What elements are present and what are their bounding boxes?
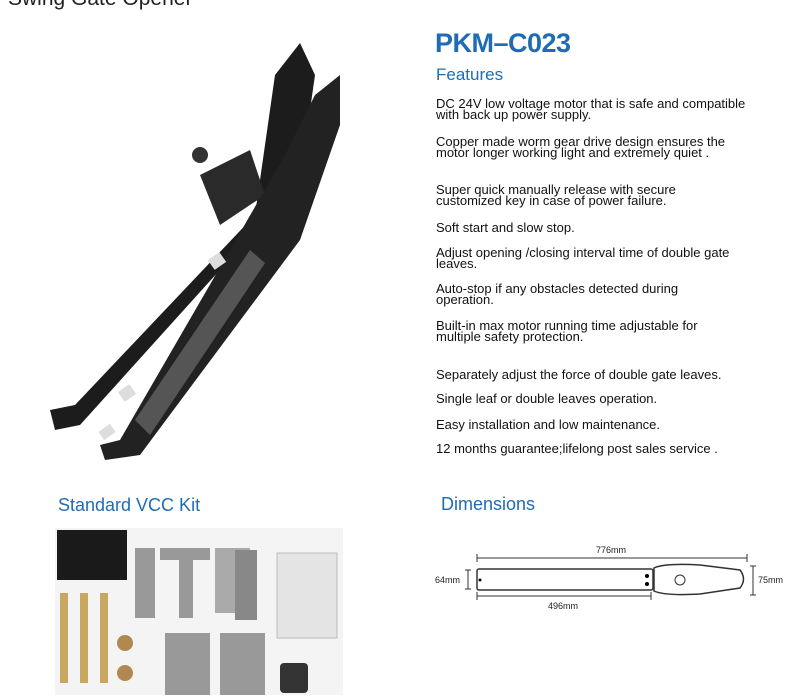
- feature-item: Single leaf or double leaves operation.: [436, 391, 658, 406]
- feature-item: Adjust opening /closing interval time of…: [436, 245, 730, 271]
- feature-item: DC 24V low voltage motor that is safe an…: [436, 96, 746, 122]
- feature-item: 12 months guarantee;lifelong post sales …: [436, 441, 718, 456]
- model-number: PKM–C023: [435, 28, 571, 58]
- kit-components-image: [55, 528, 343, 695]
- feature-item: Separately adjust the force of double ga…: [436, 367, 722, 382]
- document-title: Swing Gate Opener: [8, 0, 192, 11]
- feature-item: Easy installation and low maintenance.: [436, 417, 661, 432]
- arm-height-label: 64mm: [435, 575, 461, 585]
- gate-opener-product-image: [50, 43, 340, 460]
- dimensions-heading: Dimensions: [441, 494, 536, 514]
- dimensions-drawing: [465, 554, 756, 600]
- feature-item: Auto-stop if any obstacles detected duri…: [436, 281, 679, 307]
- arm-length-label: 496mm: [548, 601, 579, 611]
- kit-heading: Standard VCC Kit: [58, 495, 201, 515]
- feature-item: Built-in max motor running time adjustab…: [436, 318, 698, 344]
- total-length-label: 776mm: [596, 545, 627, 555]
- motor-height-label: 75mm: [758, 575, 784, 585]
- feature-item: Soft start and slow stop.: [436, 220, 575, 235]
- feature-item: Super quick manually release with secure…: [436, 182, 676, 208]
- feature-item: Copper made worm gear drive design ensur…: [436, 134, 726, 160]
- features-heading: Features: [436, 65, 504, 84]
